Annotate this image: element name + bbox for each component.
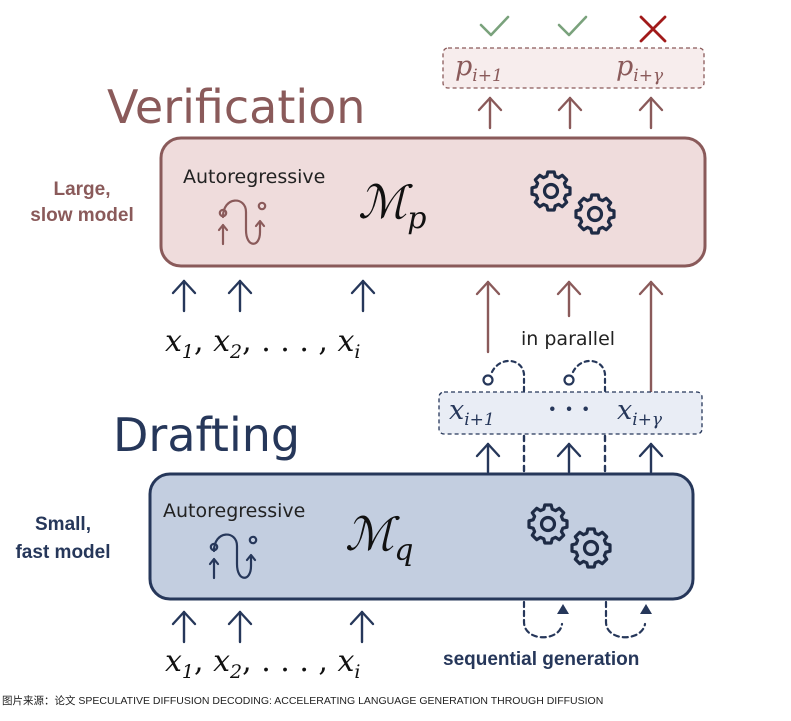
sequential-loop-1 [522, 600, 564, 639]
draft-token-first: xi+1 [449, 395, 495, 430]
draft-loop-connector-2 [571, 359, 607, 396]
drafting-side-label-line2: fast model [15, 542, 110, 563]
verification-input-arrow-3 [350, 279, 376, 313]
output-arrow-2 [557, 96, 583, 130]
draft-token-box [438, 391, 703, 435]
drafting-input-arrow-3 [349, 610, 375, 644]
verification-input-arrow-2 [227, 279, 253, 313]
autoregressive-loop-icon-drafting [208, 533, 258, 580]
sequential-loop-arrowhead-2 [640, 604, 652, 614]
parallel-arrow-3 [638, 280, 664, 396]
output-arrow-3 [638, 96, 664, 130]
drafting-inputs-sequence: x1, x2, . . . , xi [165, 644, 361, 683]
source-caption: 图片来源：论文 SPECULATIVE DIFFUSION DECODING: … [2, 695, 604, 707]
sequential-loop-arrowhead-1 [557, 604, 569, 614]
draft-output-arrow-1 [475, 442, 501, 474]
parallel-arrow-1 [475, 280, 501, 354]
verification-output-box [442, 47, 705, 89]
drafting-autoregressive-label: Autoregressive [163, 500, 305, 522]
gears-icon [530, 170, 616, 235]
sequential-loop-2 [604, 600, 647, 639]
output-arrow-1 [477, 96, 503, 130]
draft-output-arrow-3 [638, 442, 664, 474]
output-p-first: pi+1 [455, 51, 503, 86]
drafting-side-label-line1: Small, [35, 514, 91, 535]
draft-loop-node-1 [482, 374, 494, 386]
draft-loop-connector-1 [490, 359, 526, 396]
draft-token-ellipsis: · · · [548, 394, 590, 423]
verification-side-label-line2: slow model [30, 205, 133, 226]
accept-check-icon [479, 15, 510, 37]
drafting-model-box [148, 472, 695, 601]
drafting-title: Drafting [113, 408, 300, 462]
draft-loop-node-2 [563, 374, 575, 386]
autoregressive-loop-icon [217, 199, 267, 246]
parallel-arrow-2 [556, 280, 582, 318]
output-p-last: pi+γ [616, 51, 664, 86]
accept-check-icon-2 [557, 15, 588, 37]
verification-title: Verification [107, 80, 365, 134]
reject-cross-icon [639, 15, 667, 43]
verification-input-arrow-1 [171, 279, 197, 313]
verification-inputs-sequence: x1, x2, . . . , xi [165, 324, 361, 363]
gears-icon-drafting [527, 503, 612, 569]
drafting-input-arrow-2 [227, 610, 253, 644]
verification-autoregressive-label: Autoregressive [183, 166, 325, 188]
draft-output-arrow-2 [556, 442, 582, 474]
draft-token-last: xi+γ [617, 395, 663, 430]
drafting-model-symbol: ℳq [345, 507, 413, 568]
verification-model-box [159, 136, 707, 268]
sequential-generation-label: sequential generation [443, 649, 639, 670]
verification-model-symbol: ℳp [358, 175, 426, 236]
parallel-label: in parallel [521, 328, 615, 350]
drafting-input-arrow-1 [171, 610, 197, 644]
verification-side-label-line1: Large, [53, 179, 110, 200]
